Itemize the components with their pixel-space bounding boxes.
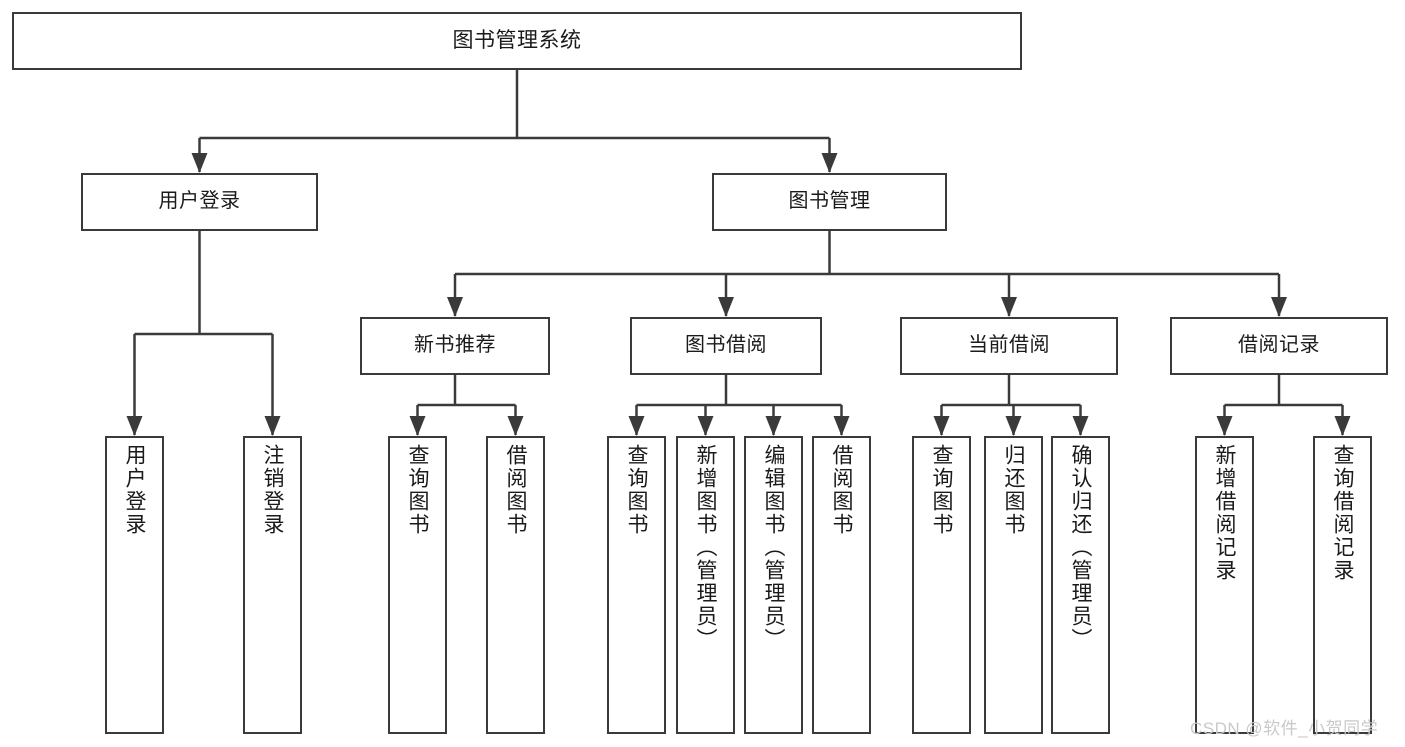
node-n-query: 查询图书 — [388, 436, 447, 734]
arrow-head-c-return — [1005, 416, 1022, 436]
node-l-login: 用户登录 — [105, 436, 164, 734]
arrow-head-borrow — [718, 297, 734, 317]
node-label: 查询图书 — [406, 444, 429, 536]
node-label: 查询借阅记录 — [1331, 444, 1354, 582]
node-label: 借阅图书 — [830, 444, 853, 536]
node-r-add: 新增借阅记录 — [1195, 436, 1254, 734]
node-label: 借阅记录 — [1238, 334, 1320, 357]
node-label: 用户登录 — [123, 444, 146, 536]
watermark: CSDN @软件_小贺同学 — [1190, 719, 1379, 738]
node-label: 图书借阅 — [685, 334, 767, 357]
arrow-head-l-logout — [264, 416, 281, 436]
node-root: 图书管理系统 — [12, 12, 1022, 70]
node-label: 确认归还（管理员） — [1069, 444, 1092, 651]
node-label: 新书推荐 — [414, 334, 496, 357]
arrow-head-b-query — [628, 416, 645, 436]
node-b-edit: 编辑图书（管理员） — [744, 436, 803, 734]
node-c-confirm: 确认归还（管理员） — [1051, 436, 1110, 734]
node-c-query: 查询图书 — [912, 436, 971, 734]
arrow-head-records — [1271, 297, 1287, 317]
node-label: 图书管理 — [788, 190, 871, 213]
arrow-head-r-add — [1216, 416, 1233, 436]
node-records: 借阅记录 — [1170, 317, 1388, 375]
node-b-query: 查询图书 — [607, 436, 666, 734]
arrow-head-newbook — [447, 297, 463, 317]
arrow-head-login — [191, 153, 208, 173]
node-label: 借阅图书 — [504, 444, 527, 536]
arrow-head-b-edit — [765, 416, 782, 436]
arrow-head-n-query — [409, 416, 426, 436]
node-label: 注销登录 — [261, 444, 284, 536]
node-r-query: 查询借阅记录 — [1313, 436, 1372, 734]
arrow-head-bookmgmt — [821, 153, 838, 173]
node-label: 当前借阅 — [968, 334, 1050, 357]
node-label: 编辑图书（管理员） — [762, 444, 785, 651]
node-n-borrow: 借阅图书 — [486, 436, 545, 734]
node-b-borrow: 借阅图书 — [812, 436, 871, 734]
arrow-head-current — [1001, 297, 1017, 317]
node-label: 归还图书 — [1002, 444, 1025, 536]
arrow-head-c-query — [933, 416, 950, 436]
node-label: 新增图书（管理员） — [694, 444, 717, 651]
arrow-head-b-add — [697, 416, 714, 436]
node-label: 用户登录 — [158, 190, 241, 213]
arrow-head-c-confirm — [1072, 416, 1089, 436]
node-l-logout: 注销登录 — [243, 436, 302, 734]
node-newbook: 新书推荐 — [360, 317, 550, 375]
node-login: 用户登录 — [81, 173, 318, 231]
arrow-head-r-query — [1334, 416, 1351, 436]
arrow-head-n-borrow — [507, 416, 524, 436]
node-label: 图书管理系统 — [452, 28, 582, 52]
node-b-add: 新增图书（管理员） — [676, 436, 735, 734]
arrow-head-l-login — [126, 416, 143, 436]
node-label: 查询图书 — [625, 444, 648, 536]
node-borrow: 图书借阅 — [630, 317, 822, 375]
arrow-head-b-borrow — [833, 416, 850, 436]
node-label: 新增借阅记录 — [1213, 444, 1236, 582]
node-label: 查询图书 — [930, 444, 953, 536]
node-c-return: 归还图书 — [984, 436, 1043, 734]
node-bookmgmt: 图书管理 — [712, 173, 947, 231]
node-current: 当前借阅 — [900, 317, 1118, 375]
